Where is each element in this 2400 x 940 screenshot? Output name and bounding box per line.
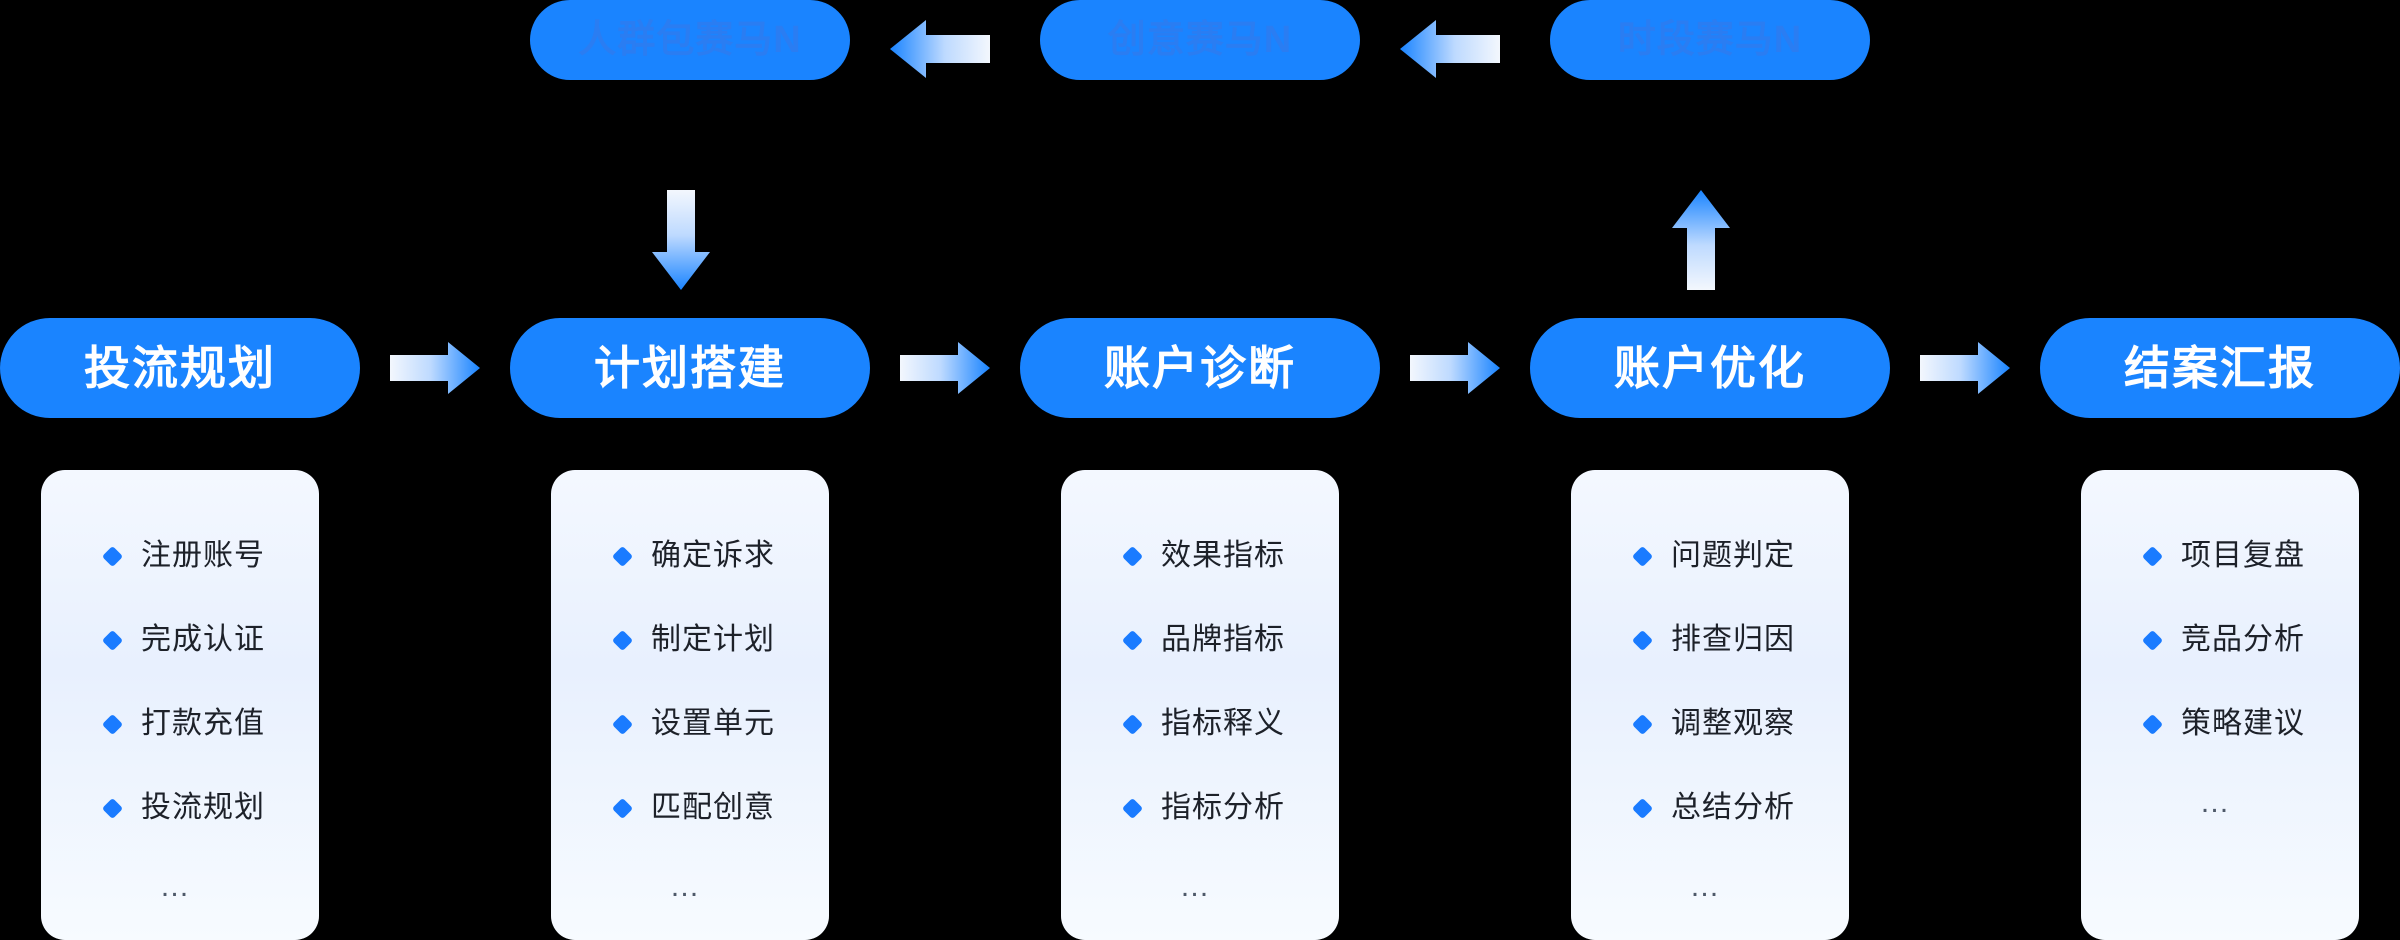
arrow-left-icon-creative-to-audience bbox=[890, 18, 990, 80]
arrow-right-icon-diagnose-to-optimize bbox=[1410, 340, 1500, 396]
diamond-bullet-icon bbox=[1631, 797, 1653, 819]
arrow-up-icon-optimize-to-timeslot bbox=[1670, 190, 1732, 290]
list-item[interactable]: 策略建议 bbox=[2081, 682, 2359, 766]
top-node-label: 时段赛马N bbox=[1617, 19, 1803, 61]
list-ellipsis: … bbox=[159, 870, 195, 903]
diamond-bullet-icon bbox=[2141, 629, 2163, 651]
list-ellipsis: … bbox=[2199, 786, 2235, 819]
diamond-bullet-icon bbox=[1121, 545, 1143, 567]
diamond-bullet-icon bbox=[611, 713, 633, 735]
arrow-down-icon-audience-to-plan bbox=[650, 190, 712, 290]
list-item-label: 问题判定 bbox=[1671, 539, 1795, 572]
list-item-label: 效果指标 bbox=[1161, 539, 1285, 572]
list-ellipsis: … bbox=[669, 870, 705, 903]
stage-node-account-optimization[interactable]: 账户优化 bbox=[1530, 318, 1890, 418]
stage-node-final-report[interactable]: 结案汇报 bbox=[2040, 318, 2400, 418]
arrow-right-icon-plan-to-build bbox=[390, 340, 480, 396]
detail-card-account-diagnosis: 效果指标 品牌指标 指标释义 指标分析 … bbox=[1061, 470, 1339, 940]
list-item[interactable]: 完成认证 bbox=[41, 598, 319, 682]
arrow-right-icon-optimize-to-report bbox=[1920, 340, 2010, 396]
list-item[interactable]: 注册账号 bbox=[41, 514, 319, 598]
list-item-label: 排查归因 bbox=[1671, 623, 1795, 656]
detail-card-traffic-planning: 注册账号 完成认证 打款充值 投流规划 … bbox=[41, 470, 319, 940]
diamond-bullet-icon bbox=[1121, 797, 1143, 819]
diamond-bullet-icon bbox=[2141, 713, 2163, 735]
diamond-bullet-icon bbox=[1121, 629, 1143, 651]
list-item[interactable]: 调整观察 bbox=[1571, 682, 1849, 766]
list-item[interactable]: 投流规划 bbox=[41, 766, 319, 850]
list-item[interactable]: 竞品分析 bbox=[2081, 598, 2359, 682]
arrow-right-icon-build-to-diagnose bbox=[900, 340, 990, 396]
diamond-bullet-icon bbox=[611, 545, 633, 567]
list-item-label: 制定计划 bbox=[651, 623, 775, 656]
diamond-bullet-icon bbox=[611, 629, 633, 651]
list-item[interactable]: 总结分析 bbox=[1571, 766, 1849, 850]
arrow-left-icon-timeslot-to-creative bbox=[1400, 18, 1500, 80]
stage-node-plan-building[interactable]: 计划搭建 bbox=[510, 318, 870, 418]
list-item[interactable]: 效果指标 bbox=[1061, 514, 1339, 598]
list-item[interactable]: 确定诉求 bbox=[551, 514, 829, 598]
diamond-bullet-icon bbox=[2141, 545, 2163, 567]
top-node-creative-race[interactable]: 创意赛马N bbox=[1040, 0, 1360, 80]
list-item[interactable]: 制定计划 bbox=[551, 598, 829, 682]
list-item-label: 设置单元 bbox=[651, 707, 775, 740]
diamond-bullet-icon bbox=[101, 713, 123, 735]
diamond-bullet-icon bbox=[1631, 629, 1653, 651]
diamond-bullet-icon bbox=[1631, 713, 1653, 735]
list-item[interactable]: 指标分析 bbox=[1061, 766, 1339, 850]
list-item-label: 确定诉求 bbox=[651, 539, 775, 572]
top-node-timeslot-race[interactable]: 时段赛马N bbox=[1550, 0, 1870, 80]
list-item-label: 竞品分析 bbox=[2181, 623, 2305, 656]
diamond-bullet-icon bbox=[1121, 713, 1143, 735]
diamond-bullet-icon bbox=[101, 545, 123, 567]
detail-card-account-optimization: 问题判定 排查归因 调整观察 总结分析 … bbox=[1571, 470, 1849, 940]
list-item-label: 项目复盘 bbox=[2181, 539, 2305, 572]
top-node-label: 创意赛马N bbox=[1107, 19, 1293, 61]
list-item-label: 指标释义 bbox=[1161, 707, 1285, 740]
stage-node-traffic-planning[interactable]: 投流规划 bbox=[0, 318, 360, 418]
stage-node-label: 账户优化 bbox=[1614, 342, 1806, 394]
list-item-label: 注册账号 bbox=[141, 539, 265, 572]
detail-card-plan-building: 确定诉求 制定计划 设置单元 匹配创意 … bbox=[551, 470, 829, 940]
list-item-label: 匹配创意 bbox=[651, 791, 775, 824]
diamond-bullet-icon bbox=[101, 797, 123, 819]
diamond-bullet-icon bbox=[611, 797, 633, 819]
top-node-label: 人群包赛马N bbox=[578, 19, 802, 61]
list-item[interactable]: 指标释义 bbox=[1061, 682, 1339, 766]
list-item[interactable]: 打款充值 bbox=[41, 682, 319, 766]
list-item-label: 指标分析 bbox=[1161, 791, 1285, 824]
stage-node-label: 结案汇报 bbox=[2124, 342, 2316, 394]
detail-card-final-report: 项目复盘 竞品分析 策略建议 … bbox=[2081, 470, 2359, 940]
list-item-label: 品牌指标 bbox=[1161, 623, 1285, 656]
list-ellipsis: … bbox=[1689, 870, 1725, 903]
stage-node-label: 账户诊断 bbox=[1104, 342, 1296, 394]
list-item[interactable]: 设置单元 bbox=[551, 682, 829, 766]
diamond-bullet-icon bbox=[1631, 545, 1653, 567]
list-item[interactable]: 排查归因 bbox=[1571, 598, 1849, 682]
stage-node-label: 计划搭建 bbox=[594, 342, 786, 394]
top-node-audience-race[interactable]: 人群包赛马N bbox=[530, 0, 850, 80]
list-item-label: 调整观察 bbox=[1671, 707, 1795, 740]
list-item[interactable]: 品牌指标 bbox=[1061, 598, 1339, 682]
stage-node-account-diagnosis[interactable]: 账户诊断 bbox=[1020, 318, 1380, 418]
list-item-label: 投流规划 bbox=[141, 791, 265, 824]
list-ellipsis: … bbox=[1179, 870, 1215, 903]
stage-node-label: 投流规划 bbox=[84, 342, 276, 394]
list-item-label: 总结分析 bbox=[1671, 791, 1795, 824]
list-item[interactable]: 匹配创意 bbox=[551, 766, 829, 850]
diamond-bullet-icon bbox=[101, 629, 123, 651]
list-item[interactable]: 问题判定 bbox=[1571, 514, 1849, 598]
list-item-label: 策略建议 bbox=[2181, 707, 2305, 740]
list-item-label: 打款充值 bbox=[141, 707, 265, 740]
list-item[interactable]: 项目复盘 bbox=[2081, 514, 2359, 598]
list-item-label: 完成认证 bbox=[141, 623, 265, 656]
